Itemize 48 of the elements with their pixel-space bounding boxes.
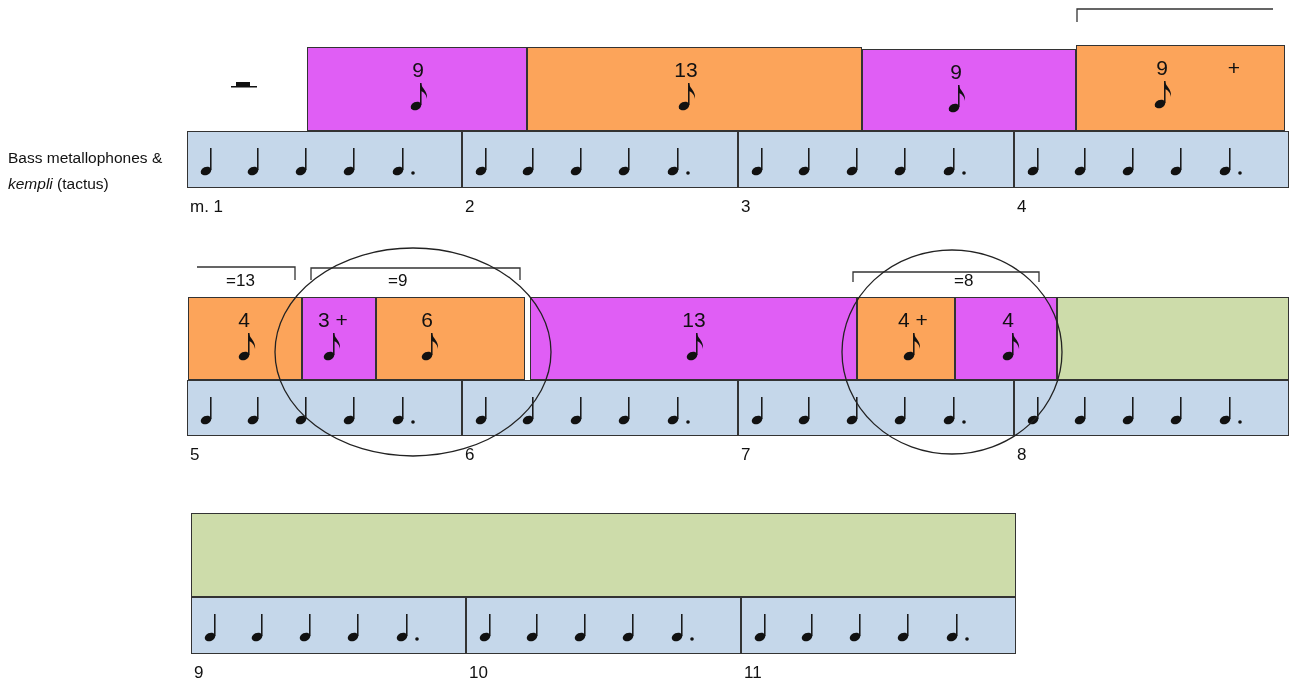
bracket-label: =13 — [226, 270, 255, 292]
duration-block — [307, 47, 527, 131]
measure-box — [738, 380, 1014, 436]
bracket-label: =9 — [388, 270, 408, 292]
duration-block — [857, 297, 955, 380]
measure-box — [1014, 380, 1289, 436]
duration-block — [1076, 45, 1285, 131]
measure-box — [187, 131, 462, 188]
duration-number: 13 — [682, 308, 706, 332]
empty-block — [191, 513, 1016, 597]
duration-block — [862, 49, 1076, 131]
measure-box — [462, 380, 738, 436]
measure-number: 3 — [741, 196, 751, 218]
measure-number: 7 — [741, 444, 751, 466]
duration-number: 9 — [1156, 56, 1168, 80]
duration-number: 13 — [674, 58, 698, 82]
duration-number: 6 — [421, 308, 433, 332]
duration-number: 4 — [1002, 308, 1014, 332]
measure-number: 9 — [194, 662, 204, 684]
duration-block — [302, 297, 376, 380]
measure-box — [462, 131, 738, 188]
duration-block — [530, 297, 857, 380]
duration-number: + — [1227, 56, 1241, 80]
duration-number: 9 — [950, 60, 962, 84]
duration-number: 3 + — [318, 308, 348, 332]
measure-number: 11 — [744, 662, 762, 684]
measure-box — [191, 597, 466, 654]
measure-number: 4 — [1017, 196, 1027, 218]
duration-block — [188, 297, 302, 380]
duration-block — [527, 47, 862, 131]
measure-box — [741, 597, 1016, 654]
duration-number: 9 — [412, 58, 424, 82]
measure-box — [466, 597, 741, 654]
measure-box — [738, 131, 1014, 188]
instrument-label: Bass metallophones & kempli (tactus) — [8, 148, 164, 194]
duration-block — [376, 297, 525, 380]
measure-number: 5 — [190, 444, 200, 466]
duration-number: 4 — [238, 308, 250, 332]
measure-number: 8 — [1017, 444, 1027, 466]
bracket-label: =8 — [954, 270, 974, 292]
measure-number: 10 — [469, 662, 488, 684]
duration-number: 4 + — [898, 308, 928, 332]
measure-number: 2 — [465, 196, 475, 218]
measure-box — [1014, 131, 1289, 188]
duration-block — [955, 297, 1057, 380]
measure-box — [187, 380, 462, 436]
measure-number: 6 — [465, 444, 475, 466]
measure-number: m. 1 — [190, 196, 224, 218]
